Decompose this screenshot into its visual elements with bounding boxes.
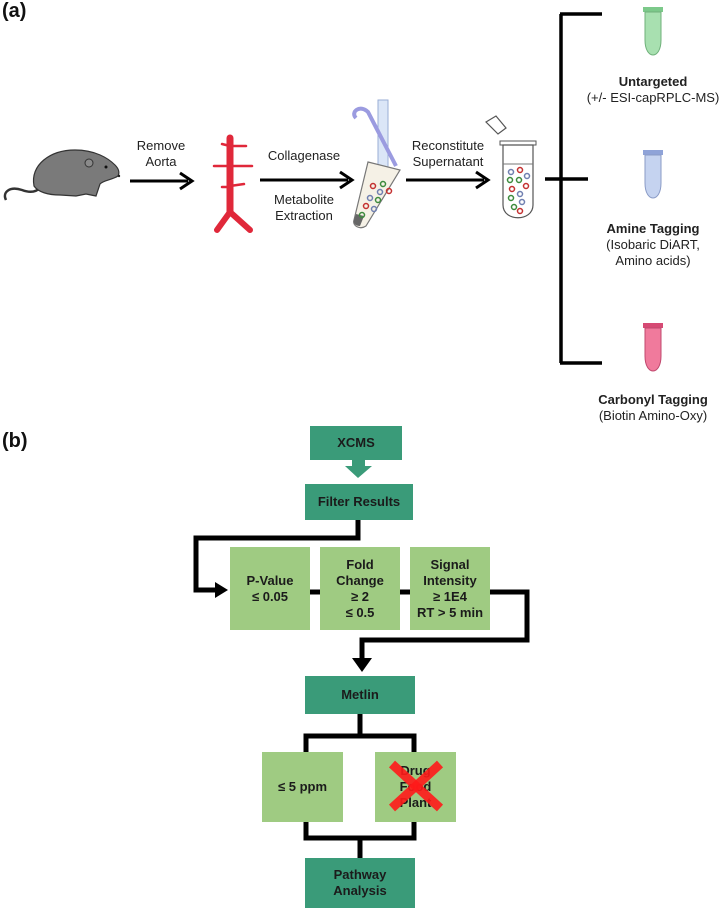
connector-filter-to-pvalue — [193, 520, 361, 593]
output-title: Carbonyl Tagging — [598, 392, 708, 407]
step-label-line: Aorta — [145, 154, 177, 169]
step-reconstitute-label: Reconstitute Supernatant — [400, 138, 496, 170]
node-line: ≥ 2 — [351, 588, 369, 604]
output-subtitle: Amino acids) — [615, 253, 691, 268]
node-p-value: P-Value ≤ 0.05 — [230, 547, 310, 630]
tube-untargeted-icon — [643, 7, 663, 56]
node-line: P-Value — [246, 572, 294, 588]
rat-icon — [3, 149, 121, 201]
step-extraction-label: Metabolite Extraction — [262, 192, 346, 224]
step-label-line: Extraction — [275, 208, 333, 223]
node-fold-change: Fold Change ≥ 2 ≤ 0.5 — [320, 547, 400, 630]
open-tube-icon — [485, 115, 537, 219]
connector-metlin-split — [303, 714, 417, 858]
node-signal-intensity: Signal Intensity ≥ 1E4 RT > 5 min — [410, 547, 490, 630]
node-metlin: Metlin — [305, 676, 415, 714]
panel-b-label: (b) — [2, 430, 28, 452]
output-title: Untargeted — [618, 74, 688, 89]
step-label-line: Supernatant — [412, 154, 484, 169]
arrow-xcms-filter — [345, 460, 372, 478]
output-untargeted: Untargeted (+/- ESI-capRPLC-MS) — [584, 74, 722, 106]
output-carbonyl-tagging: Carbonyl Tagging (Biotin Amino-Oxy) — [584, 392, 722, 424]
output-title: Amine Tagging — [606, 221, 700, 236]
node-ppm: ≤ 5 ppm — [262, 752, 343, 822]
output-subtitle: (Isobaric DiART, — [606, 237, 700, 252]
output-subtitle: (Biotin Amino-Oxy) — [598, 408, 708, 423]
arrow-remove-aorta — [130, 171, 195, 191]
tube-carbonyl-icon — [643, 323, 663, 372]
node-line: Intensity — [423, 572, 477, 588]
step-remove-aorta-label: Remove Aorta — [126, 138, 196, 170]
arrow-reconstitute — [406, 170, 491, 190]
node-xcms: XCMS — [310, 426, 402, 460]
node-excluded-sources: Drug Food Plant — [375, 752, 456, 822]
node-line: Signal — [430, 556, 470, 572]
node-line: Change — [336, 572, 384, 588]
node-line: Analysis — [333, 883, 387, 898]
tube-amine-icon — [643, 150, 663, 199]
node-pathway-analysis: Pathway Analysis — [305, 858, 415, 908]
cross-out-icon — [388, 760, 443, 812]
node-line: Pathway — [333, 867, 387, 882]
node-line: RT > 5 min — [416, 604, 484, 620]
node-filter-results: Filter Results — [305, 484, 413, 520]
node-line: ≤ 0.05 — [251, 588, 289, 604]
node-line: Fold — [346, 556, 374, 572]
output-amine-tagging: Amine Tagging (Isobaric DiART, Amino aci… — [584, 221, 722, 269]
step-label-line: Remove — [136, 138, 186, 153]
arrow-collagenase — [260, 170, 355, 190]
arrowhead-pvalue — [215, 582, 228, 598]
panel-a-label: (a) — [2, 0, 27, 22]
arrowhead-metlin — [352, 658, 372, 672]
step-collagenase-label: Collagenase — [267, 148, 341, 163]
aorta-icon — [212, 134, 254, 233]
node-line: ≤ 0.5 — [345, 604, 375, 620]
step-label-line: Reconstitute — [411, 138, 485, 153]
pipette-tube-icon — [352, 99, 401, 229]
connector-signal-to-metlin — [359, 589, 530, 660]
split-bracket — [545, 12, 602, 365]
node-line: ≥ 1E4 — [433, 588, 467, 604]
step-label-line: Metabolite — [274, 192, 334, 207]
output-subtitle: (+/- ESI-capRPLC-MS) — [586, 90, 720, 105]
